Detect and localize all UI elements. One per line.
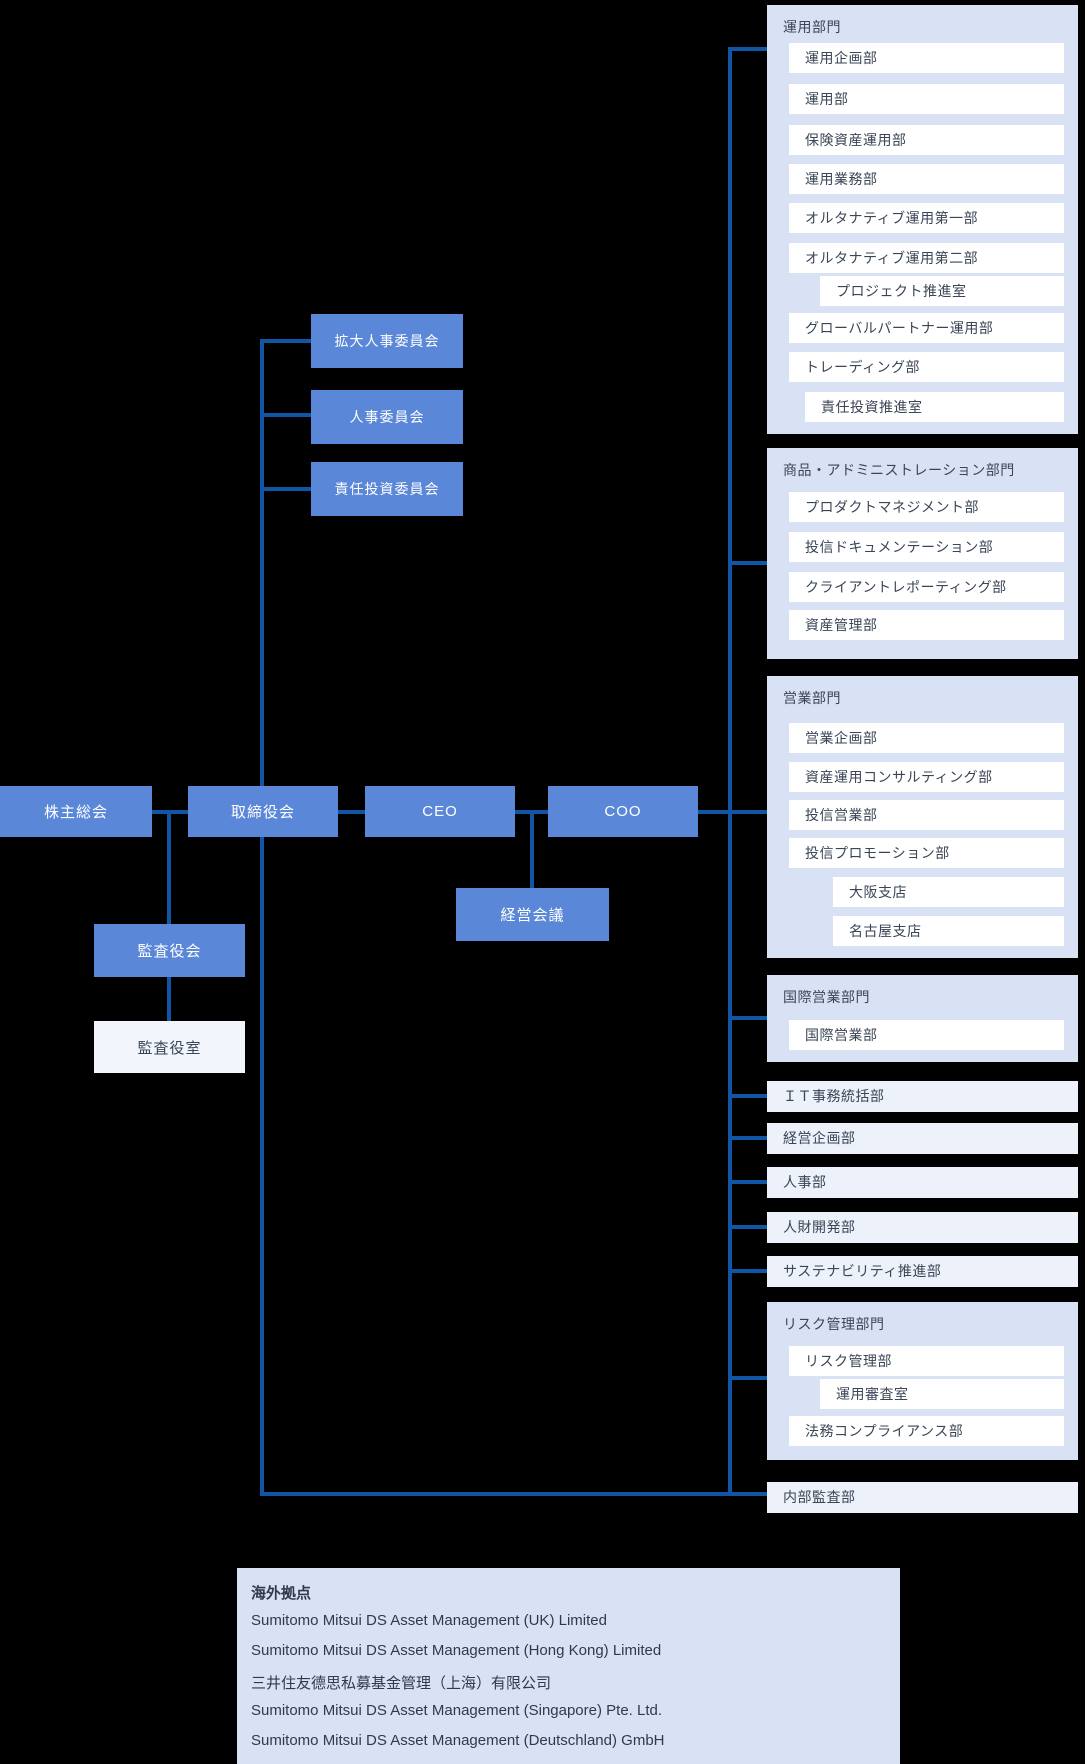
connector-board-ceo bbox=[338, 810, 365, 814]
connector-stub-it bbox=[728, 1094, 767, 1098]
connector-stub-risk bbox=[728, 1376, 767, 1380]
org-unit-box: 国際営業部 bbox=[789, 1020, 1064, 1050]
org-unit-box: 投信プロモーション部 bbox=[789, 838, 1064, 868]
org-unit-box: グローバルパートナー運用部 bbox=[789, 313, 1064, 343]
overseas-location: 三井住友德思私募基金管理（上海）有限公司 bbox=[251, 1675, 552, 1692]
section-product-administration: 商品・アドミニストレーション部門 プロダクトマネジメント部 投信ドキュメンテーシ… bbox=[767, 448, 1078, 659]
audit-board-box: 監査役会 bbox=[94, 924, 245, 977]
org-unit-box: 資産管理部 bbox=[789, 610, 1064, 640]
connector-coo-sales bbox=[698, 810, 767, 814]
org-unit-box: 人財開発部 bbox=[767, 1212, 1078, 1243]
org-unit-box: 投信ドキュメンテーション部 bbox=[789, 532, 1064, 562]
section-sales: 営業部門 営業企画部 資産運用コンサルティング部 投信営業部 投信プロモーション… bbox=[767, 676, 1078, 958]
org-unit-box: 営業企画部 bbox=[789, 723, 1064, 753]
coo-box: COO bbox=[548, 786, 698, 837]
section-international-sales: 国際営業部門 国際営業部 bbox=[767, 975, 1078, 1062]
connector-stub-corporate-planning bbox=[728, 1136, 767, 1140]
management-meeting-box: 経営会議 bbox=[456, 888, 609, 941]
org-unit-box: オルタナティブ運用第二部 bbox=[789, 243, 1064, 273]
org-unit-box-sub: プロジェクト推進室 bbox=[820, 276, 1064, 306]
section-title: 国際営業部門 bbox=[783, 989, 870, 1005]
org-unit-box: サステナビリティ推進部 bbox=[767, 1256, 1078, 1287]
org-unit-box: ＩＴ事務統括部 bbox=[767, 1081, 1078, 1112]
org-unit-box-sub: 大阪支店 bbox=[833, 877, 1064, 907]
overseas-location: Sumitomo Mitsui DS Asset Management (Sin… bbox=[251, 1702, 663, 1719]
connector-board-trunk-vertical bbox=[260, 339, 264, 1496]
section-title: リスク管理部門 bbox=[783, 1316, 885, 1332]
overseas-location: Sumitomo Mitsui DS Asset Management (Deu… bbox=[251, 1732, 665, 1749]
connector-committee-1 bbox=[260, 339, 311, 343]
overseas-location: Sumitomo Mitsui DS Asset Management (Hon… bbox=[251, 1642, 662, 1659]
org-unit-box: 運用業務部 bbox=[789, 164, 1064, 194]
org-unit-box: 運用部 bbox=[789, 84, 1064, 114]
org-unit-box: 投信営業部 bbox=[789, 800, 1064, 830]
org-unit-box: 人事部 bbox=[767, 1167, 1078, 1198]
connector-stub-hr-development bbox=[728, 1225, 767, 1229]
connector-internal-audit-horizontal bbox=[260, 1492, 767, 1496]
org-unit-box: リスク管理部 bbox=[789, 1346, 1064, 1376]
committee-box-responsible-investment: 責任投資委員会 bbox=[311, 462, 463, 516]
overseas-locations-panel: 海外拠点 Sumitomo Mitsui DS Asset Management… bbox=[237, 1568, 900, 1764]
overseas-title: 海外拠点 bbox=[251, 1585, 312, 1602]
connector-committee-2 bbox=[260, 413, 311, 417]
org-unit-box: 法務コンプライアンス部 bbox=[789, 1416, 1064, 1446]
connector-stub-operations bbox=[728, 47, 767, 51]
overseas-location: Sumitomo Mitsui DS Asset Management (UK)… bbox=[251, 1612, 607, 1629]
audit-board-office-box: 監査役室 bbox=[94, 1021, 245, 1073]
shareholders-meeting-box: 株主総会 bbox=[0, 786, 152, 837]
section-operations: 運用部門 運用企画部 運用部 保険資産運用部 運用業務部 オルタナティブ運用第一… bbox=[767, 5, 1078, 434]
org-unit-box: プロダクトマネジメント部 bbox=[789, 492, 1064, 522]
connector-management-meeting-vertical bbox=[530, 810, 534, 888]
org-unit-box: 資産運用コンサルティング部 bbox=[789, 762, 1064, 792]
ceo-box: CEO bbox=[365, 786, 515, 837]
section-title: 商品・アドミニストレーション部門 bbox=[783, 462, 1015, 478]
org-unit-box: 運用企画部 bbox=[789, 43, 1064, 73]
connector-committee-3 bbox=[260, 487, 311, 491]
connector-stub-hr bbox=[728, 1180, 767, 1184]
section-title: 営業部門 bbox=[783, 690, 841, 706]
committee-box-hr: 人事委員会 bbox=[311, 390, 463, 444]
connector-right-trunk-vertical bbox=[728, 47, 732, 1496]
board-of-directors-box: 取締役会 bbox=[188, 786, 338, 837]
connector-stub-product-admin bbox=[728, 561, 767, 565]
committee-box-expanded-hr: 拡大人事委員会 bbox=[311, 314, 463, 368]
connector-audit-vertical bbox=[167, 810, 171, 1021]
org-unit-box-sub: 責任投資推進室 bbox=[805, 392, 1064, 422]
connector-stub-international bbox=[728, 1016, 767, 1020]
connector-stub-sustainability bbox=[728, 1269, 767, 1273]
org-unit-box-sub: 名古屋支店 bbox=[833, 916, 1064, 946]
org-unit-box: オルタナティブ運用第一部 bbox=[789, 203, 1064, 233]
org-unit-box: 保険資産運用部 bbox=[789, 125, 1064, 155]
org-unit-box-sub: 運用審査室 bbox=[820, 1379, 1064, 1409]
org-unit-box: 経営企画部 bbox=[767, 1123, 1078, 1154]
org-unit-box: トレーディング部 bbox=[789, 352, 1064, 382]
section-risk-management: リスク管理部門 リスク管理部 運用審査室 法務コンプライアンス部 bbox=[767, 1302, 1078, 1460]
org-unit-box: 内部監査部 bbox=[767, 1482, 1078, 1513]
org-unit-box: クライアントレポーティング部 bbox=[789, 572, 1064, 602]
section-title: 運用部門 bbox=[783, 19, 841, 35]
